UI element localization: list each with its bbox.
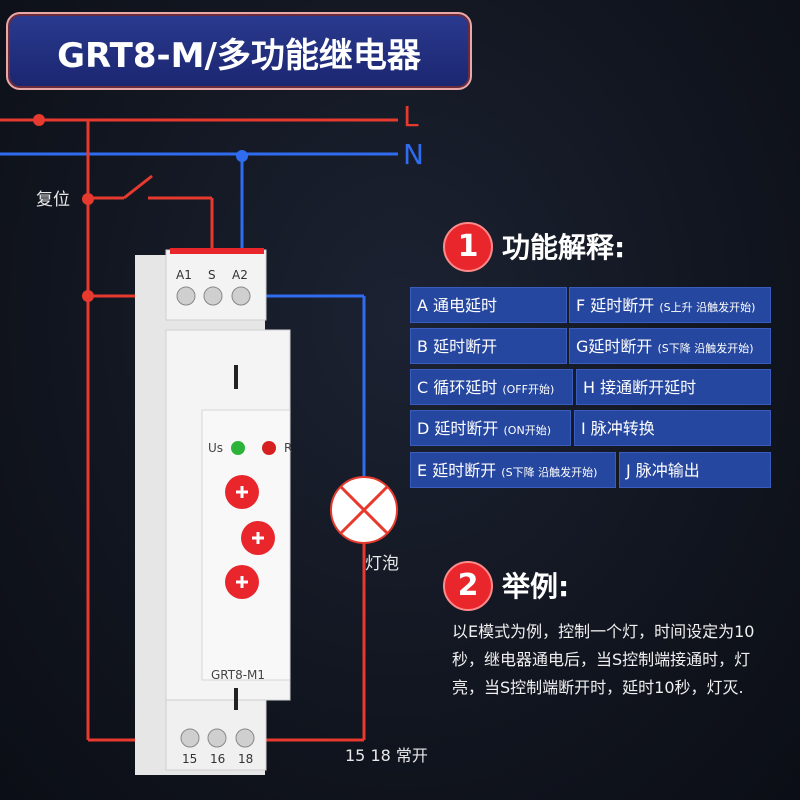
device-model-label: GRT8-M1: [211, 668, 266, 682]
mode-f-label: F 延时断开: [576, 296, 655, 315]
led-r-label: R: [284, 441, 293, 455]
relay-device: [135, 248, 291, 775]
mode-i: I 脉冲转换: [574, 410, 771, 446]
lamp-symbol: [330, 476, 398, 544]
mode-e-note: (S下降 沿触发开始): [501, 466, 598, 479]
mode-f-note: (S上升 沿触发开始): [659, 301, 756, 314]
terminal-18-label: 18: [238, 752, 254, 766]
section2-number-badge: 2: [443, 561, 493, 611]
mode-d-label: D 延时断开: [417, 419, 499, 438]
terminal-a1-label: A1: [176, 268, 192, 282]
l-junction-dot: [33, 114, 45, 126]
section1-number-badge: 1: [443, 222, 493, 272]
terminal-a2-screw: [231, 286, 251, 306]
relay-indicator-slot-top: [234, 365, 238, 389]
mode-d-note: (ON开始): [503, 424, 551, 437]
reset-junction-dot: [82, 193, 94, 205]
reset-switch-blade: [123, 174, 153, 200]
mode-c-note: (OFF开始): [502, 383, 555, 396]
mode-g: G延时断开 (S下降 沿触发开始): [569, 328, 771, 364]
mode-g-note: (S下降 沿触发开始): [657, 342, 754, 355]
mode-f: F 延时断开 (S上升 沿触发开始): [569, 287, 771, 323]
terminal-a1-screw: [176, 286, 196, 306]
led-r-indicator: [262, 441, 276, 455]
terminals-note-label: 15 18 常开: [345, 746, 428, 765]
terminal-s-label: S: [208, 268, 216, 282]
led-us-indicator: [231, 441, 245, 455]
mode-i-label: I 脉冲转换: [581, 419, 655, 438]
mode-e: E 延时断开 (S下降 沿触发开始): [410, 452, 616, 488]
led-us-label: Us: [208, 441, 224, 455]
section1-title: 功能解释:: [502, 231, 626, 264]
terminal-15-label: 15: [182, 752, 198, 766]
relay-red-strip: [170, 248, 264, 254]
page-title: GRT8-M/多功能继电器: [57, 36, 421, 76]
terminal-18-screw: [235, 728, 255, 748]
mode-e-label: E 延时断开: [417, 461, 497, 480]
mode-b-label: B 延时断开: [417, 337, 498, 356]
mode-j: J 脉冲输出: [619, 452, 771, 488]
title-banner: GRT8-M/多功能继电器: [6, 12, 472, 90]
example-text: 以E模式为例，控制一个灯，时间设定为10秒，继电器通电后，当S控制端接通时，灯亮…: [452, 622, 755, 697]
mode-c-label: C 循环延时: [417, 378, 498, 397]
terminal-s-screw: [203, 286, 223, 306]
mode-knob-mark: [236, 576, 248, 588]
reset-label: 复位: [36, 190, 70, 210]
mode-d: D 延时断开 (ON开始): [410, 410, 571, 446]
lamp-cross-2: [339, 485, 389, 535]
relay-top-block: [165, 249, 267, 321]
l-wire-label: L: [403, 100, 419, 133]
terminal-15-screw: [180, 728, 200, 748]
terminal-a2-label: A2: [232, 268, 248, 282]
a1-junction-dot: [82, 290, 94, 302]
mode-c: C 循环延时 (OFF开始): [410, 369, 573, 405]
terminal-16-screw: [207, 728, 227, 748]
mode-b: B 延时断开: [410, 328, 567, 364]
percent-knob-mark: [252, 532, 264, 544]
mode-a: A 通电延时: [410, 287, 567, 323]
n-wire-label: N: [403, 138, 424, 171]
mode-a-label: A 通电延时: [417, 296, 498, 315]
mode-g-label: G延时断开: [576, 337, 653, 356]
mode-j-label: J 脉冲输出: [626, 461, 700, 480]
section2-title: 举例:: [502, 570, 570, 603]
relay-indicator-slot-bottom: [234, 688, 238, 710]
mode-h-label: H 接通断开延时: [583, 378, 697, 397]
terminal-16-label: 16: [210, 752, 226, 766]
time-range-knob-mark: [236, 486, 248, 498]
mode-h: H 接通断开延时: [576, 369, 771, 405]
lamp-label: 灯泡: [365, 554, 399, 574]
